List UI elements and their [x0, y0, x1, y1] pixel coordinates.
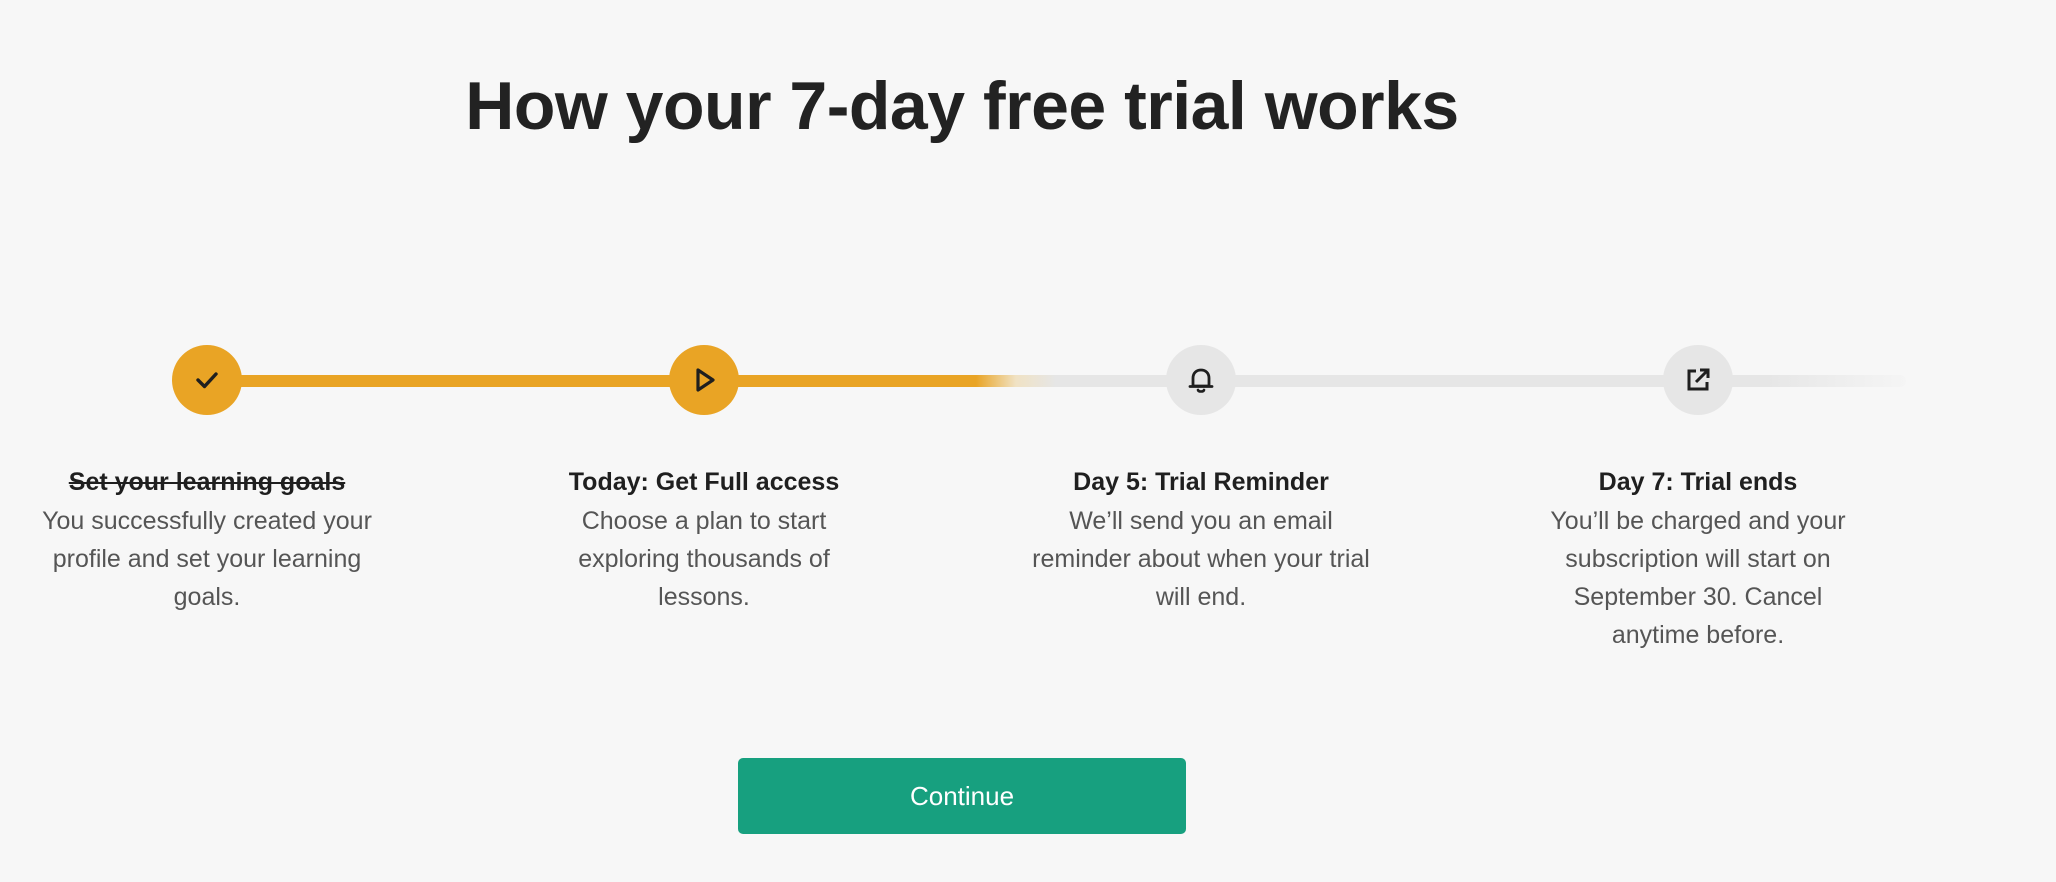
step-2-title: Today: Get Full access — [568, 468, 840, 496]
step-2: Today: Get Full access Choose a plan to … — [534, 462, 874, 616]
step-1: Set your learning goals You successfully… — [37, 462, 377, 616]
step-4-node — [1663, 345, 1733, 415]
continue-button[interactable]: Continue — [738, 758, 1186, 834]
step-1-title: Set your learning goals — [68, 468, 346, 496]
page-title: How your 7-day free trial works — [465, 68, 1459, 144]
step-3-node — [1166, 345, 1236, 415]
step-2-node — [669, 345, 739, 415]
step-4: Day 7: Trial ends You’ll be charged and … — [1528, 462, 1868, 654]
checkmark-icon — [192, 365, 222, 395]
step-3-description: We’ll send you an email reminder about w… — [1032, 507, 1370, 611]
step-3: Day 5: Trial Reminder We’ll send you an … — [1031, 462, 1371, 616]
bell-icon — [1184, 363, 1218, 397]
step-1-node — [172, 345, 242, 415]
timeline-progress-track — [206, 375, 1906, 387]
step-4-title: Day 7: Trial ends — [1598, 468, 1798, 496]
step-1-description: You successfully created your profile an… — [42, 507, 372, 611]
external-link-icon — [1682, 364, 1714, 396]
step-3-title: Day 5: Trial Reminder — [1073, 468, 1329, 496]
step-4-description: You’ll be charged and your subscription … — [1550, 507, 1846, 649]
play-icon — [688, 364, 720, 396]
step-2-description: Choose a plan to start exploring thousan… — [578, 507, 830, 611]
